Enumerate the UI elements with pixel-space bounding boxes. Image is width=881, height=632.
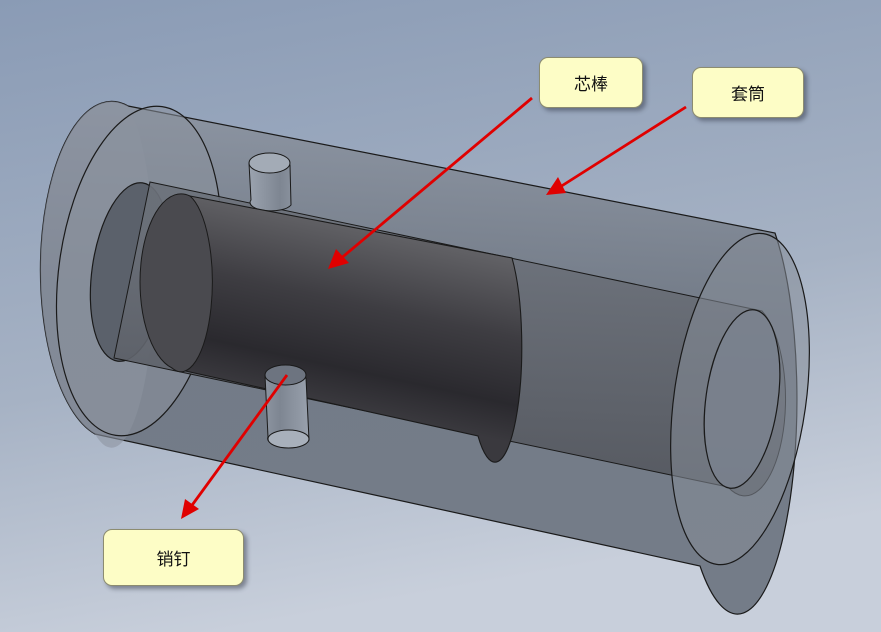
pin-bottom [264,364,310,449]
mandrel [139,193,523,463]
pin-top [248,152,292,212]
arrow-pin [181,374,289,519]
callout-pin: 销钉 [103,529,244,586]
arrow-mandrel [328,96,533,269]
callout-pin-label: 销钉 [156,550,191,570]
callout-mandrel: 芯棒 [539,57,643,108]
callout-sleeve-label: 套筒 [731,85,765,105]
mandrel-left-end [139,193,213,373]
sleeve-right-bore [703,309,781,489]
callout-sleeve: 套筒 [692,67,804,118]
callout-mandrel-label: 芯棒 [574,75,608,95]
sleeve-right-end-group [670,232,810,566]
arrow-sleeve [546,105,687,195]
mandrel-body [171,195,523,463]
